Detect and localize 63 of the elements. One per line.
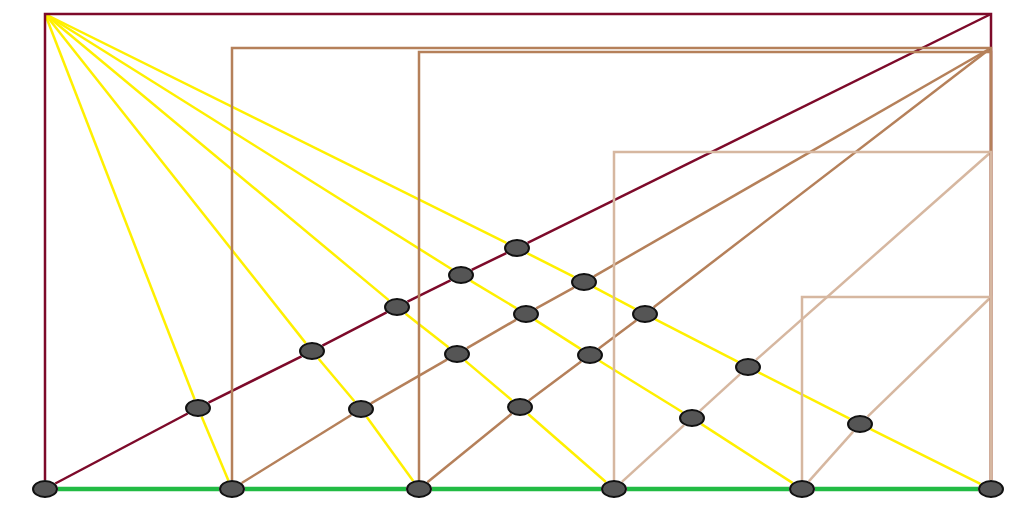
line (800, 295, 993, 480)
line (207, 355, 303, 404)
junction-dot (406, 480, 432, 498)
line (598, 319, 637, 350)
line (44, 13, 390, 302)
junction-dot (384, 298, 410, 316)
line (527, 413, 607, 483)
junction-dot (219, 480, 245, 498)
junction-dot (789, 480, 815, 498)
junction-dot (348, 400, 374, 418)
line (815, 486, 978, 492)
line (404, 312, 450, 349)
line (527, 12, 992, 244)
line (370, 358, 448, 405)
line (245, 486, 406, 492)
line (599, 359, 683, 414)
line (58, 486, 219, 492)
line (866, 296, 992, 418)
junction-dot (513, 305, 539, 323)
junction-dot (847, 415, 873, 433)
line (652, 47, 992, 309)
junction-dot (504, 239, 530, 257)
line (870, 428, 981, 485)
line (426, 412, 513, 484)
line (432, 486, 601, 492)
line (534, 319, 582, 350)
junction-dot (978, 480, 1004, 498)
junction-dot (32, 480, 58, 498)
line (807, 430, 855, 483)
junction-dot (679, 409, 705, 427)
junction-dot (577, 346, 603, 364)
line (757, 371, 851, 420)
line (755, 151, 992, 361)
line (612, 150, 993, 480)
line (317, 358, 356, 402)
junction-dot (632, 305, 658, 323)
junction-dot (448, 266, 474, 284)
junction-dot (185, 399, 211, 417)
line (406, 279, 452, 303)
line (526, 252, 575, 278)
junction-dot (601, 480, 627, 498)
line (466, 318, 517, 350)
line (321, 311, 388, 347)
line (200, 416, 230, 481)
junction-dot (735, 358, 761, 376)
line (471, 251, 507, 272)
line (54, 412, 189, 485)
line (528, 360, 582, 402)
line (654, 318, 739, 363)
junction-dot (507, 398, 533, 416)
line (470, 279, 517, 310)
line (593, 286, 636, 310)
line (627, 486, 789, 492)
line (535, 286, 575, 310)
junction-dot (571, 273, 597, 291)
junction-dot (299, 342, 325, 360)
line (700, 423, 794, 484)
junction-dot (444, 345, 470, 363)
line (464, 359, 513, 402)
line (621, 424, 685, 483)
line (365, 416, 415, 482)
line (699, 373, 741, 412)
line (241, 413, 352, 485)
